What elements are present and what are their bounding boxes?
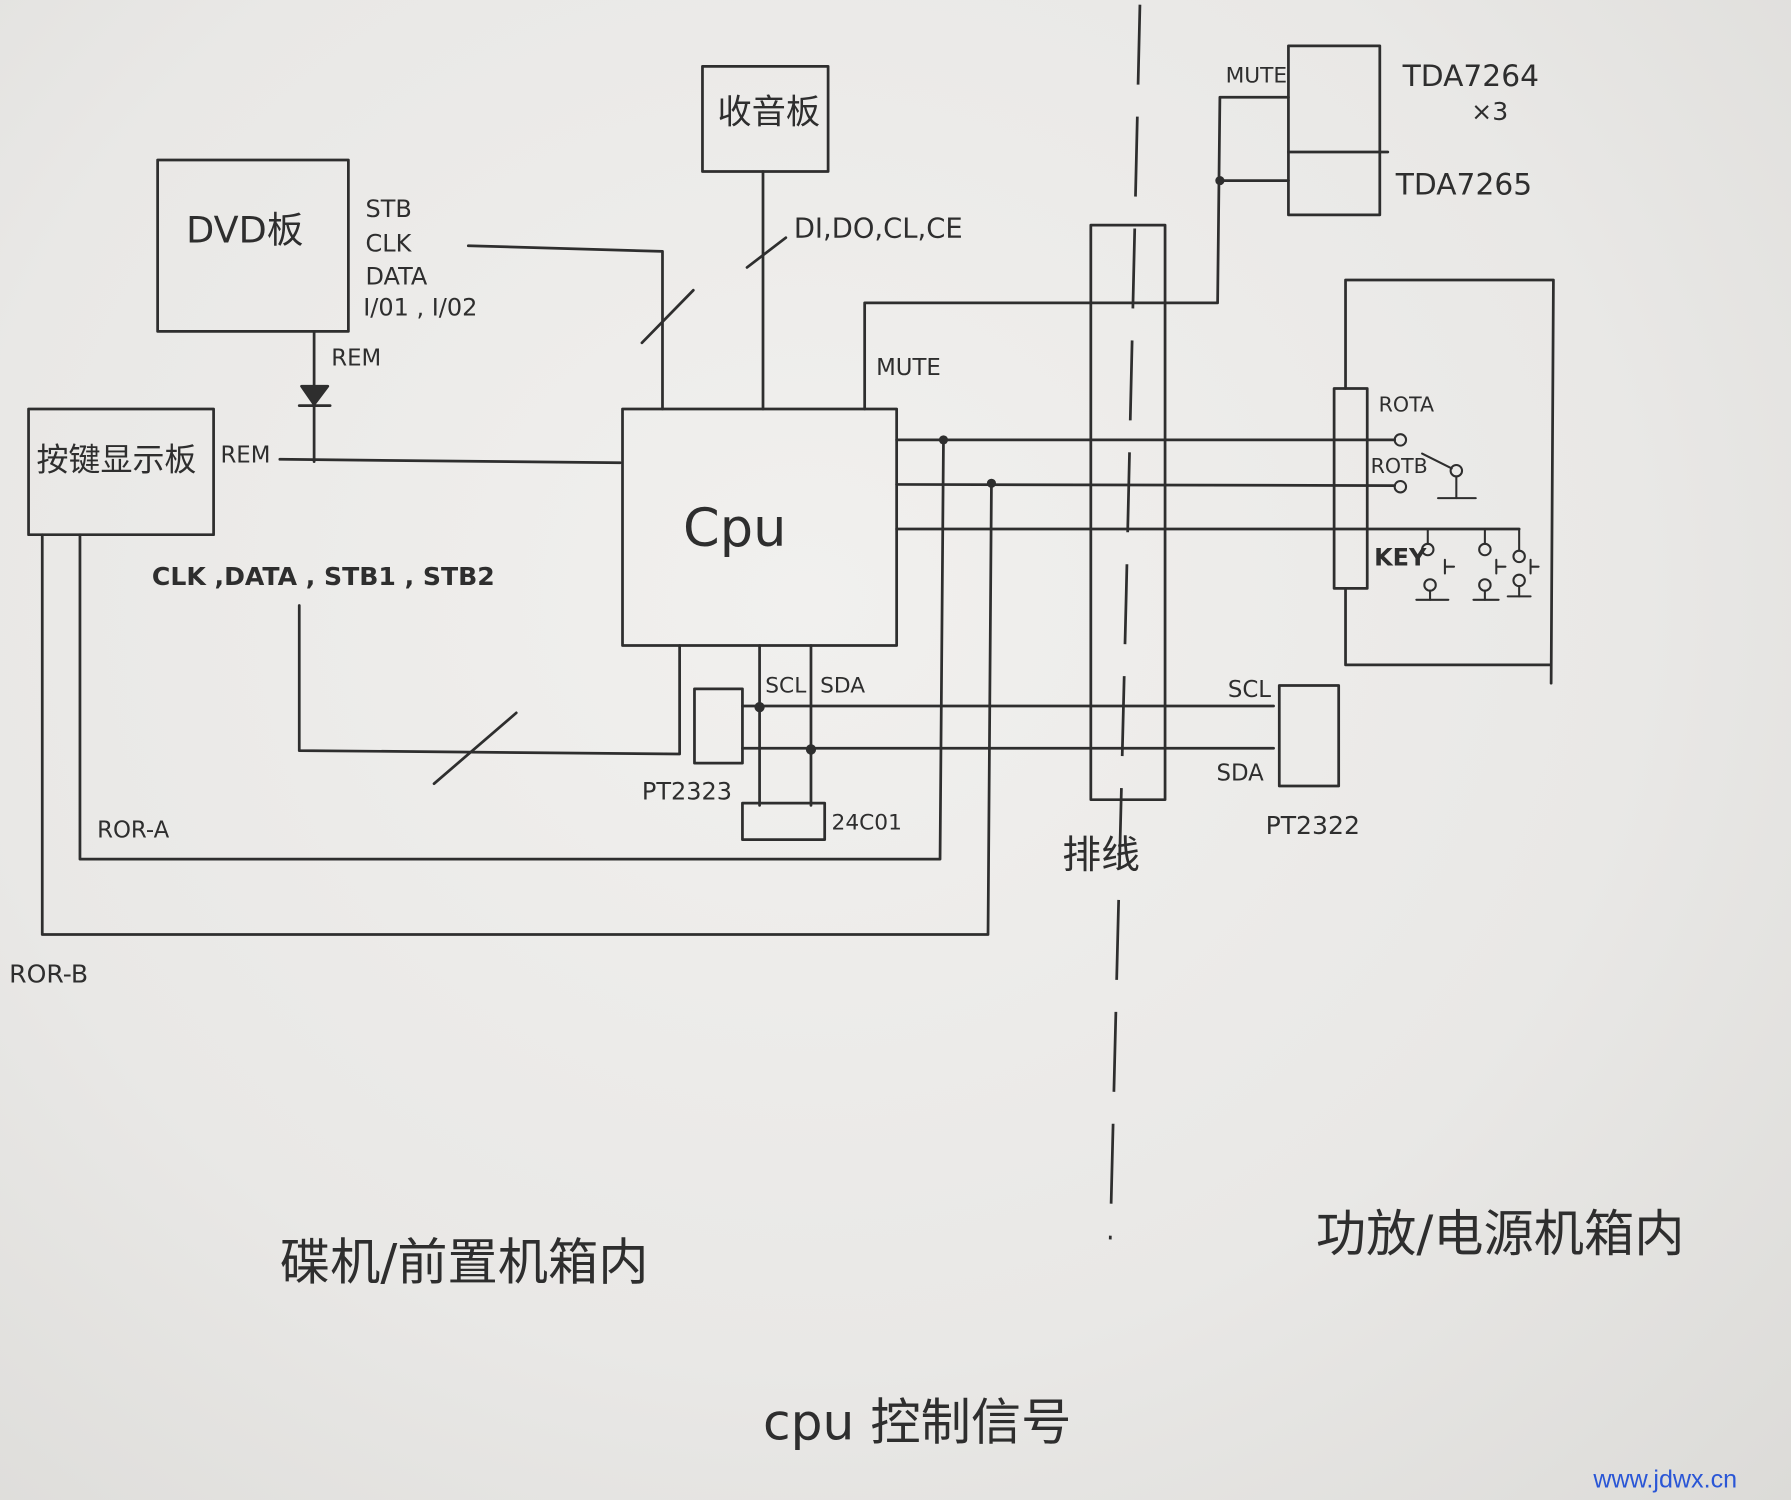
signal-ror-a-label: ROR-A — [97, 817, 170, 843]
signal-scl-right-label: SCL — [1228, 677, 1271, 703]
mute-junction-dot — [1215, 176, 1225, 186]
diode-symbol — [300, 384, 330, 406]
signal-sda-right-label: SDA — [1216, 760, 1264, 786]
tda7265-label: TDA7265 — [1395, 167, 1532, 202]
signal-key-bus-label: CLK ,DATA , STB1 , STB2 — [152, 562, 495, 591]
pt2323-chip-box — [693, 687, 744, 765]
dvd-bus-slash — [640, 288, 695, 345]
rotb-line — [895, 483, 1397, 487]
dvd-board-label: DVD板 — [186, 208, 303, 251]
key-bus-line — [297, 604, 681, 756]
signal-mute-amp-label: MUTE — [1226, 63, 1288, 88]
mute-line — [863, 95, 1290, 411]
keypad-board-label: 按键显示板 — [37, 441, 197, 479]
panel-connector-box — [1332, 387, 1369, 590]
signal-rem-key-label: REM — [220, 443, 270, 469]
sda-junction-dot — [805, 744, 817, 755]
signal-rota-label: ROTA — [1379, 392, 1434, 416]
signal-io-label: I/01 , I/02 — [363, 293, 477, 321]
tda-amplifier-box — [1287, 44, 1382, 217]
radio-board-box — [701, 65, 830, 173]
rota-contact-icon — [1393, 433, 1408, 447]
eeprom-chip-box — [741, 801, 827, 842]
cpu-label: Cpu — [683, 498, 786, 559]
dvd-bus-line — [466, 244, 664, 411]
left-region-label: 碟机/前置机箱内 — [280, 1232, 649, 1291]
signal-rotb-label: ROTB — [1371, 454, 1428, 478]
watermark-text: www.jdwx.cn — [1592, 1465, 1737, 1493]
signal-scl-left-label: SCL — [765, 673, 806, 698]
dvd-board-box — [156, 158, 350, 333]
ribbon-cable-box — [1089, 223, 1167, 802]
tda7264-count-label: ×3 — [1471, 97, 1508, 126]
diagram-caption: cpu 控制信号 — [763, 1392, 1071, 1451]
signal-key-label: KEY — [1374, 544, 1427, 572]
signal-sda-left-label: SDA — [820, 673, 865, 698]
ror-b-line — [40, 481, 993, 936]
key-bus-slash — [432, 711, 518, 786]
key-button-3-icon — [1506, 527, 1540, 598]
pt2322-label: PT2322 — [1266, 811, 1360, 840]
ror-a-line — [78, 438, 945, 861]
rotb-contact-icon — [1393, 479, 1408, 494]
tda7264-label: TDA7264 — [1402, 59, 1539, 94]
radio-board-label: 收音板 — [717, 92, 820, 132]
ribbon-cable-label: 排线 — [1062, 833, 1140, 878]
chassis-divider-dashed-line — [1108, 4, 1142, 1240]
pt2322-chip-box — [1277, 684, 1341, 788]
pt2323-label: PT2323 — [642, 778, 732, 806]
signal-clk-label: CLK — [366, 229, 413, 257]
front-panel-outline — [1344, 278, 1555, 685]
signal-rem-dvd-label: REM — [331, 346, 381, 372]
key-button-1-icon — [1415, 527, 1456, 601]
key-button-2-icon — [1472, 527, 1507, 601]
radio-bus-slash — [745, 236, 788, 269]
signal-radio-bus-label: DI,DO,CL,CE — [794, 214, 963, 245]
signal-data-label: DATA — [366, 263, 428, 291]
right-region-label: 功放/电源机箱内 — [1316, 1204, 1685, 1263]
keypad-board-box — [27, 407, 215, 537]
rem-to-cpu-line — [278, 457, 622, 465]
signal-ror-b-label: ROR-B — [9, 959, 88, 988]
signal-stb-label: STB — [366, 195, 412, 223]
rotary-switch-icon — [1421, 452, 1477, 500]
scl-junction-dot — [754, 702, 765, 713]
eeprom-label: 24C01 — [832, 810, 902, 835]
signal-mute-cpu-label: MUTE — [876, 355, 941, 381]
